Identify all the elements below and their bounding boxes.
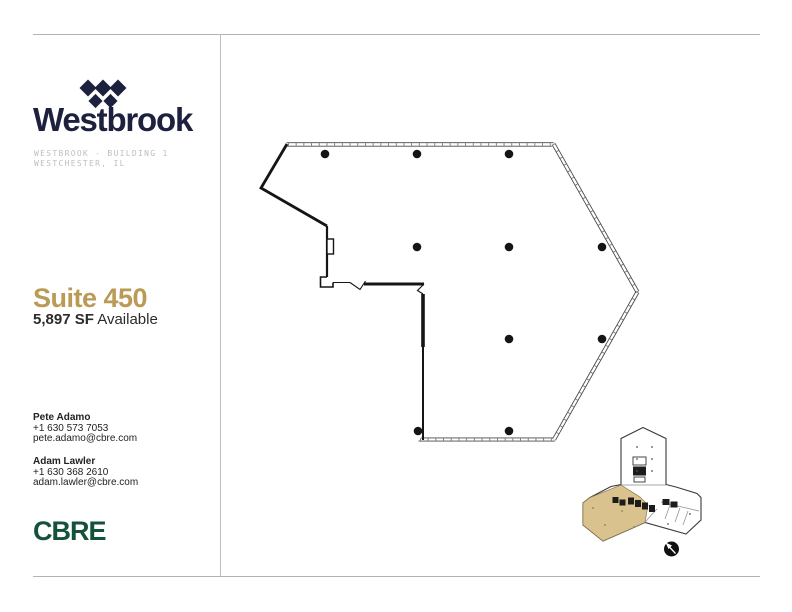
column-dot [597, 334, 607, 344]
bottom-rule [33, 576, 760, 577]
top-rule [33, 34, 760, 35]
column-grid [320, 149, 607, 436]
contact-card-pete: Pete Adamo +1 630 573 7053 pete.adamo@cb… [33, 412, 138, 445]
column-dot [412, 242, 422, 252]
wall-break-symbol [349, 280, 366, 291]
keyplan [582, 426, 702, 557]
contact-card-adam: Adam Lawler +1 630 368 2610 adam.lawler@… [33, 456, 139, 489]
keyplan-columns-highlight [592, 507, 635, 528]
westbrook-logo-text: Westbrook [33, 101, 193, 138]
column-dot [597, 242, 607, 252]
wall-break-symbol [416, 283, 425, 295]
demising-walls [259, 143, 425, 440]
column-dot [504, 334, 514, 344]
curtainwall-upper-right [551, 142, 640, 294]
suite-sf-label: Available [93, 311, 158, 328]
column-dot [412, 149, 422, 159]
keyplan-core [612, 456, 678, 512]
keyplan-columns [636, 446, 691, 525]
westbrook-diamonds-icon [79, 79, 127, 109]
north-arrow-icon [664, 541, 679, 557]
suite-title: Suite 450 [33, 283, 148, 313]
column-dot [504, 426, 514, 436]
contact-name: Adam Lawler [33, 456, 96, 467]
wall-jog [326, 238, 335, 255]
suite-sf-value: 5,897 SF [33, 311, 94, 328]
contact-name: Pete Adamo [33, 412, 91, 423]
curtainwall-bottom [418, 437, 555, 442]
building-subtitle: WESTBROOK - BUILDING 1 WESTCHESTER, IL [34, 149, 169, 169]
building-line1: WESTBROOK - BUILDING 1 [34, 149, 169, 158]
column-dot [504, 149, 514, 159]
contact-email[interactable]: adam.lawler@cbre.com [33, 477, 139, 488]
contact-email[interactable]: pete.adamo@cbre.com [33, 433, 138, 444]
contact-phone: +1 630 573 7053 [33, 422, 109, 434]
cbre-logo: CBRE [33, 516, 107, 546]
column-dot [320, 149, 330, 159]
sidebar-divider [220, 34, 221, 576]
column-dot [504, 242, 514, 252]
column-dot [413, 426, 423, 436]
suite-outline [259, 142, 640, 442]
keyplan-partitions [621, 484, 700, 526]
curtainwall-lower-right [552, 290, 640, 441]
building-line2: WESTCHESTER, IL [34, 159, 126, 168]
contact-phone: +1 630 368 2610 [33, 466, 109, 478]
curtainwall-top [286, 142, 554, 147]
suite-availability: 5,897 SF Available [33, 311, 158, 328]
